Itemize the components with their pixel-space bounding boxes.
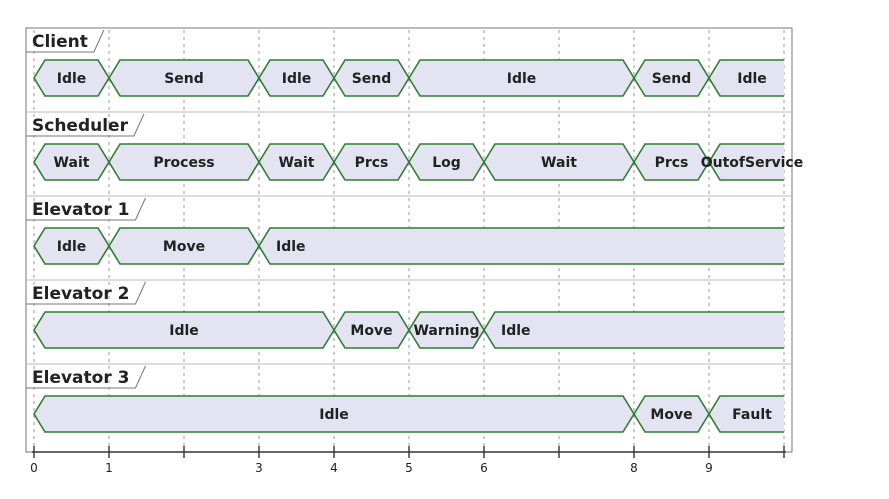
state-label: Move (163, 239, 205, 255)
state-label: Fault (732, 407, 772, 423)
lane: Elevator 3 Idle Move Fault (26, 363, 792, 433)
state-shape (708, 395, 784, 433)
state-label: Move (650, 407, 692, 423)
lane: Elevator 2 Idle Move Warning Idle (26, 279, 792, 349)
lane-title: Elevator 3 (32, 368, 129, 388)
state-label: OutofService (701, 155, 803, 171)
state-label: Send (652, 71, 692, 87)
lane-title: Elevator 2 (32, 284, 129, 304)
state-label: Prcs (355, 155, 389, 171)
state-shape (708, 143, 784, 181)
lane-title-tab (26, 29, 105, 53)
state-label: Send (164, 71, 204, 87)
state-label: Send (352, 71, 392, 87)
tick-label: 9 (705, 461, 713, 475)
state-shape (483, 311, 784, 349)
tick-label: 0 (30, 461, 38, 475)
state-label: Move (350, 323, 392, 339)
state-shape (258, 227, 784, 265)
state-label: Log (432, 155, 461, 171)
state-label: Warning (413, 323, 479, 339)
lane: Elevator 1 Idle Move Idle (26, 195, 792, 265)
state-label: Idle (501, 323, 531, 339)
lane-title-tab (26, 365, 146, 389)
state-label: Wait (54, 155, 90, 171)
state-fill (484, 312, 784, 348)
tick-label: 5 (405, 461, 413, 475)
lane-title-tab (26, 113, 145, 137)
state-label: Idle (282, 71, 312, 87)
state-label: Idle (319, 407, 349, 423)
state-label: Idle (57, 239, 87, 255)
lane-title-tab (26, 281, 146, 305)
lane-title-tab (26, 197, 146, 221)
state-label: Prcs (655, 155, 689, 171)
state-label: Idle (57, 71, 87, 87)
time-axis: 0 1 3 4 5 6 8 9 (30, 446, 786, 475)
state-label: Wait (541, 155, 577, 171)
state-fill (259, 228, 784, 264)
tick-label: 1 (105, 461, 113, 475)
tick-label: 3 (255, 461, 263, 475)
lane-title: Scheduler (32, 116, 129, 136)
tick-label: 8 (630, 461, 638, 475)
tick-label: 4 (330, 461, 338, 475)
state-fill (709, 60, 784, 96)
tick-label: 6 (480, 461, 488, 475)
state-label: Idle (507, 71, 537, 87)
lane-title: Client (32, 32, 88, 52)
state-label: Idle (737, 71, 767, 87)
state-label: Wait (279, 155, 315, 171)
state-fill (709, 144, 784, 180)
state-label: Idle (169, 323, 199, 339)
state-label: Idle (276, 239, 306, 255)
state-fill (709, 396, 784, 432)
lane-title: Elevator 1 (32, 200, 129, 220)
state-shape (708, 59, 784, 97)
state-label: Process (153, 155, 214, 171)
